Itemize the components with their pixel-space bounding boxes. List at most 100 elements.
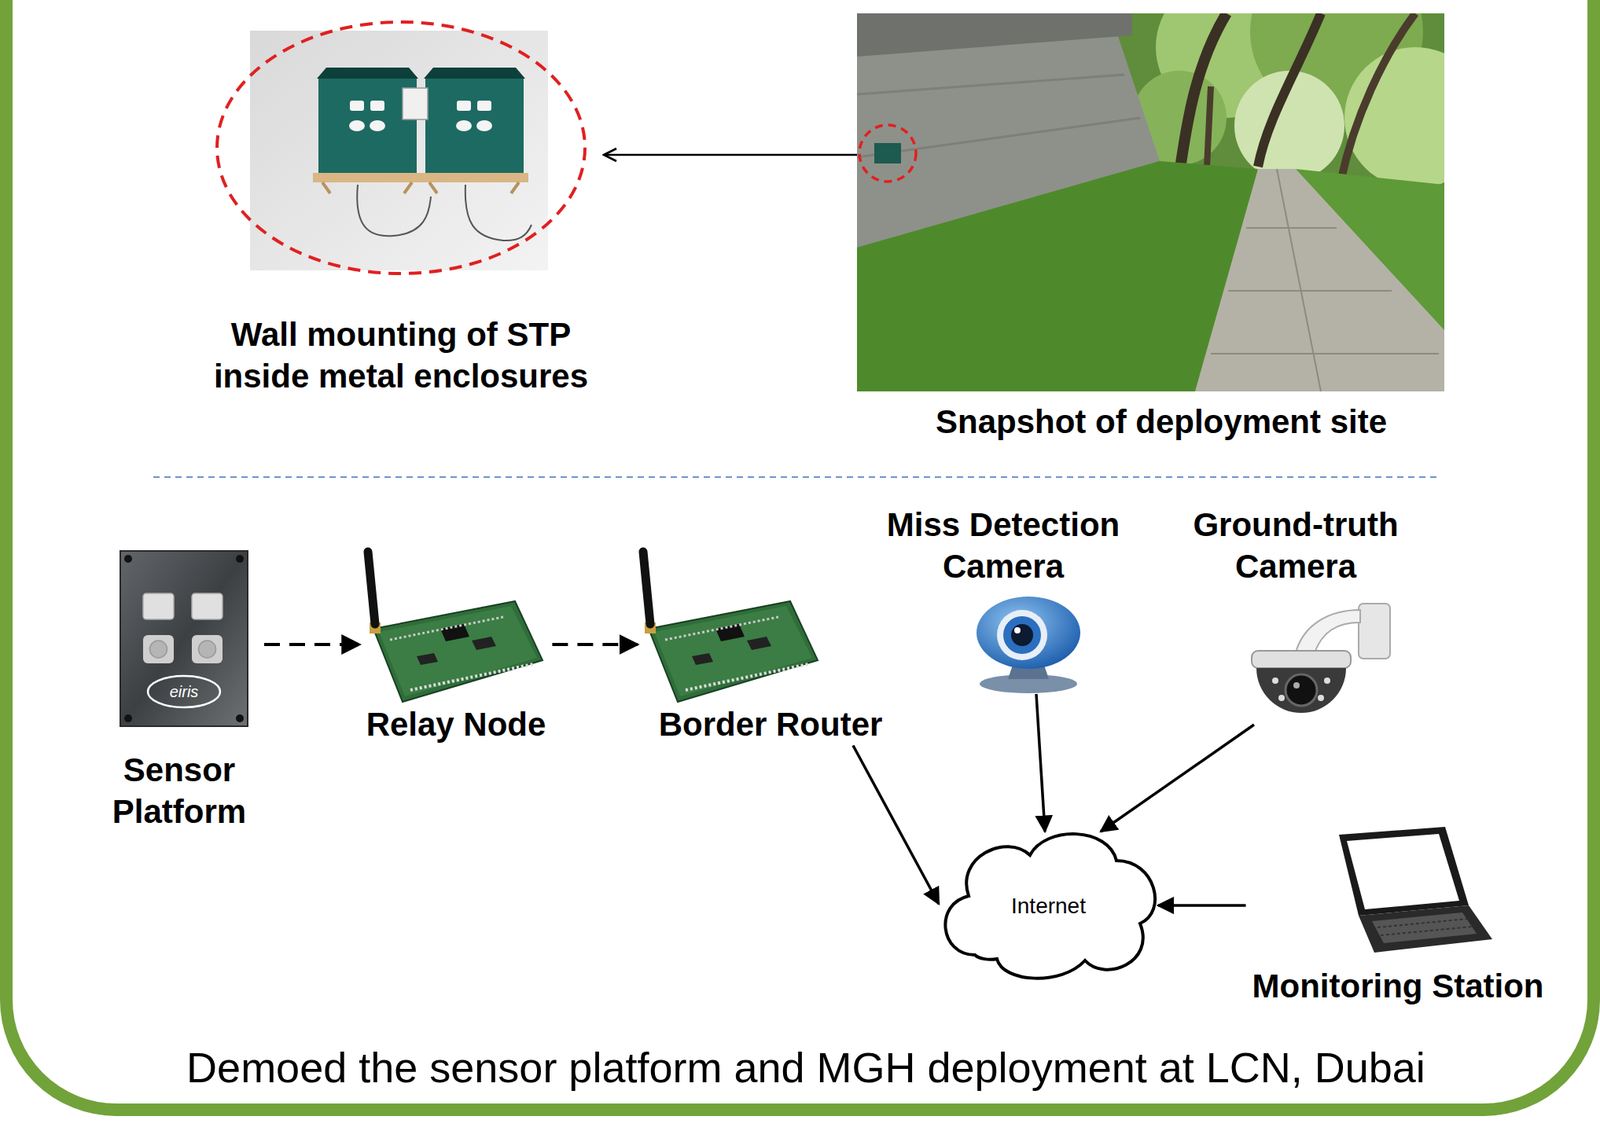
arrow-connector (853, 746, 939, 905)
arrow-connector (1158, 904, 1247, 908)
webcam-icon (1011, 624, 1034, 647)
camera-node: Ground-truth Camera (1155, 504, 1436, 725)
metal-enclosure (316, 67, 419, 79)
dome-camera-icon (1251, 651, 1351, 669)
laptop-icon (1358, 905, 1493, 953)
caption: Demoed the sensor platform and MGH deplo… (186, 1043, 1426, 1093)
node-label: Relay Node (366, 704, 547, 747)
image-area (1155, 602, 1436, 725)
site-photo (1257, 13, 1321, 167)
metal-enclosure (477, 100, 492, 111)
site-photo (859, 125, 916, 182)
dome-camera-icon (1272, 677, 1279, 685)
monitoring-station: Monitoring Station (1246, 826, 1551, 1008)
spacer (1155, 587, 1436, 603)
arrow-connector (1100, 724, 1255, 832)
radio-board (471, 636, 497, 651)
metal-enclosure (312, 172, 422, 183)
metal-enclosure (370, 100, 385, 111)
radio-board (643, 551, 818, 703)
radio-board (410, 664, 534, 691)
site-photo (874, 143, 902, 164)
sensor-device (124, 555, 133, 563)
laptop-icon (1377, 919, 1468, 928)
metal-enclosure (349, 120, 365, 132)
arrow-connector (603, 154, 858, 157)
image-area (857, 13, 1445, 392)
image-area (198, 20, 604, 276)
highlight-ellipse (217, 22, 585, 274)
enclosure-photo (465, 184, 532, 241)
enclosure-photo (250, 30, 549, 271)
dashed-arrow (264, 643, 361, 647)
image-area (1246, 826, 1551, 955)
node-label: Border Router (658, 704, 883, 747)
image-area (94, 551, 265, 727)
enclosure-photo (250, 30, 549, 271)
metal-enclosure (476, 120, 493, 132)
spacer (1246, 954, 1551, 967)
image-area (360, 540, 553, 705)
dome-camera-icon (1324, 677, 1331, 685)
dashed-arrow (551, 643, 638, 647)
laptop-icon (1380, 926, 1472, 936)
site-photo (1206, 86, 1211, 167)
metal-enclosure (312, 67, 422, 194)
relay-node: Relay Node (360, 540, 553, 747)
dome-camera-icon (1256, 668, 1347, 714)
site-photo (1246, 227, 1337, 229)
site-photo (1195, 169, 1445, 392)
radio-board (367, 551, 376, 625)
metal-enclosure (349, 100, 365, 111)
site-photo (1276, 169, 1321, 392)
metal-enclosure (419, 172, 529, 183)
metal-enclosure (369, 120, 386, 132)
spacer (857, 391, 1445, 402)
sensor-device (235, 714, 244, 723)
site-photo (1340, 13, 1416, 183)
site-photo (1179, 13, 1227, 175)
separator-line (153, 476, 1439, 479)
metal-enclosure (423, 67, 526, 79)
sensor-device (143, 593, 174, 620)
dome-camera-icon (1285, 674, 1317, 707)
site-photo (857, 74, 1125, 95)
sensor-device (191, 593, 223, 620)
laptop-icon (1346, 834, 1460, 910)
radio-board (389, 617, 504, 640)
photo-panel: Wall mounting of STP inside metal enclos… (198, 20, 604, 398)
node-label: Monitoring Station (1252, 966, 1545, 1008)
node-label: Internet (1011, 892, 1086, 920)
metal-enclosure (456, 100, 471, 111)
node-label: Sensor Platform (100, 750, 258, 833)
radio-board (373, 601, 543, 703)
dome-camera-icon (1251, 603, 1391, 714)
image-area (637, 540, 889, 705)
spacer (94, 726, 265, 751)
dome-camera-icon (1295, 610, 1361, 653)
laptop-icon (1371, 912, 1477, 944)
site-photo (857, 13, 1133, 57)
metal-enclosure (456, 120, 472, 132)
webcam-icon (976, 596, 1081, 694)
spacer (198, 275, 604, 315)
webcam-icon (1014, 627, 1021, 634)
radio-board (367, 551, 543, 703)
sensor-device (235, 555, 244, 563)
spacer (863, 587, 1144, 597)
metal-enclosure (404, 182, 412, 194)
caption-holder: Demoed the sensor platform and MGH deplo… (186, 1043, 1426, 1093)
sensor-device (147, 676, 221, 708)
dome-camera-icon (1278, 695, 1285, 702)
sensor-device (198, 640, 217, 659)
metal-enclosure (322, 182, 331, 194)
webcam-icon (1003, 616, 1041, 655)
metal-enclosure (419, 67, 529, 194)
metal-enclosure (511, 182, 519, 194)
sensor-device (120, 551, 248, 727)
metal-enclosure (429, 182, 438, 194)
dome-camera-icon (1358, 603, 1391, 659)
